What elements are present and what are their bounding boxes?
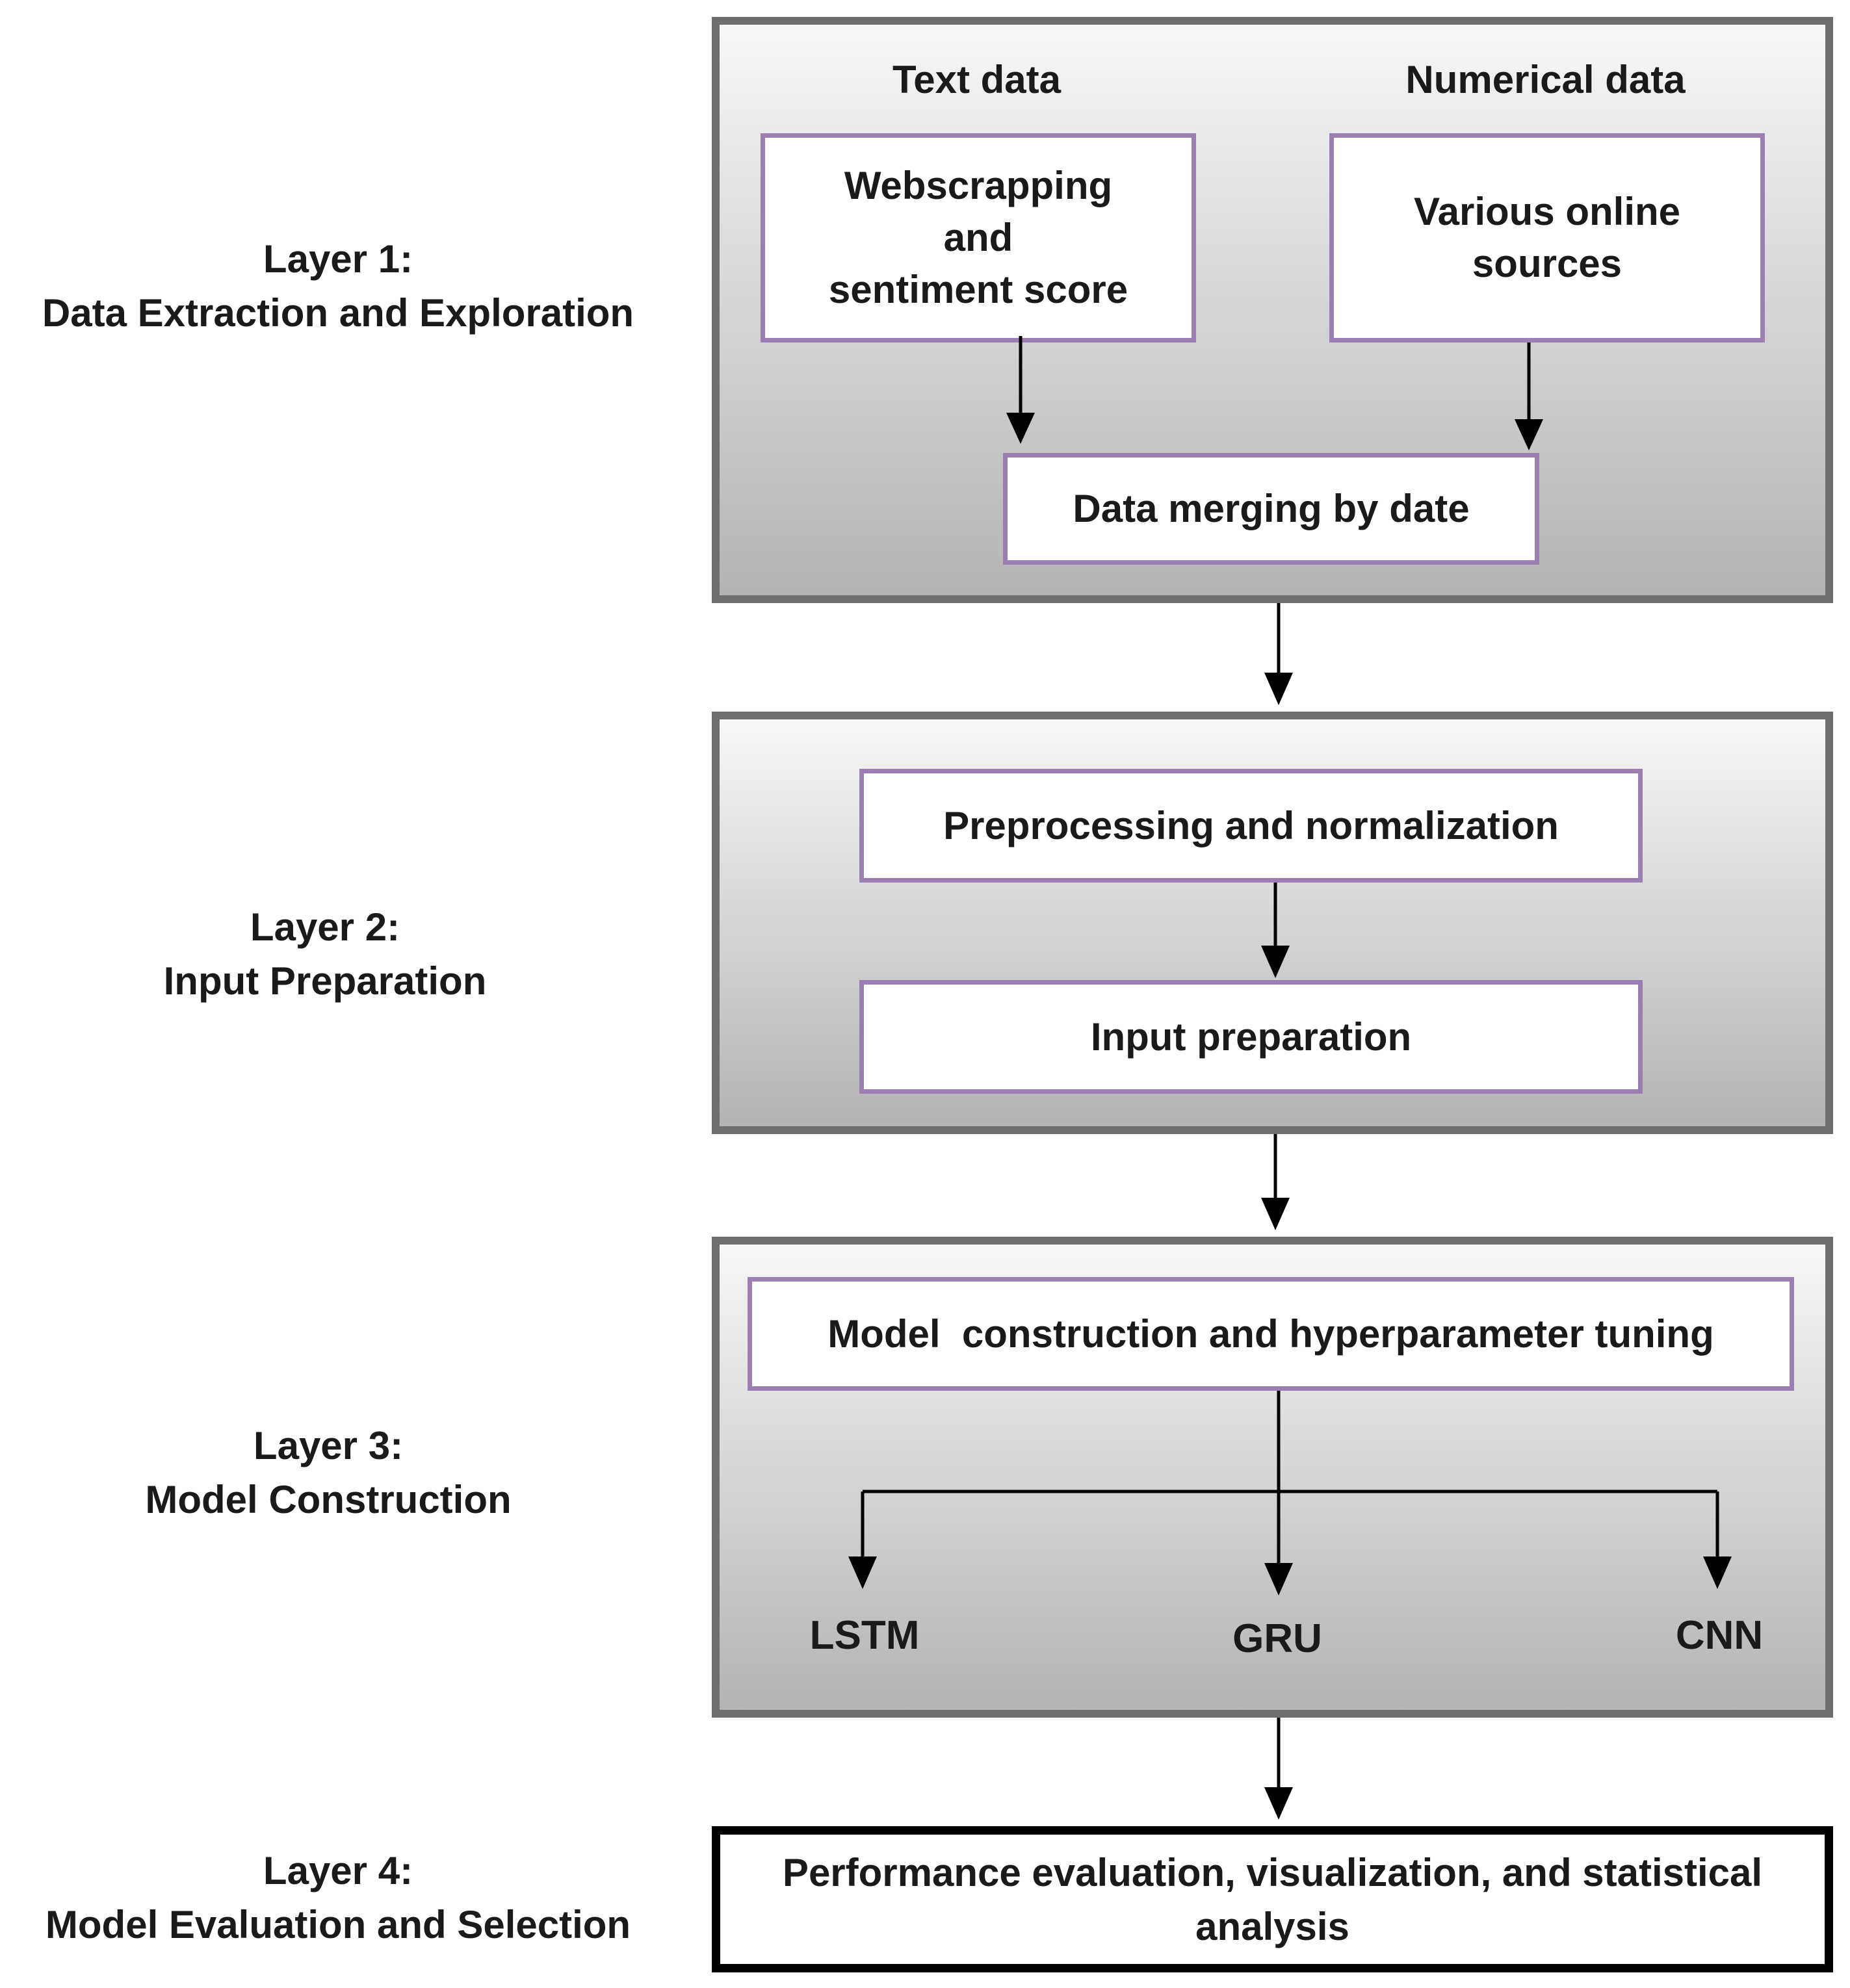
input-preparation-box: Input preparation [859,980,1643,1094]
arrowhead-merging-left [1006,413,1035,444]
layer-4-subtitle: Model Evaluation and Selection [45,1903,631,1946]
arrowhead-layer4 [1264,1787,1293,1820]
layer-2-title: Layer 2: [250,905,400,949]
arrowhead-gru [1264,1563,1293,1595]
arrowhead-lstm [848,1556,877,1589]
online-sources-box: Various online sources [1329,133,1765,342]
layer-1-label: Layer 1: Data Extraction and Exploration [0,232,676,340]
evaluation-line-2: analysis [1195,1904,1349,1948]
evaluation-box: Performance evaluation, visualization, a… [712,1826,1833,1972]
layer-3-label: Layer 3: Model Construction [0,1419,657,1527]
webscrapping-line-2: and [943,216,1013,259]
arrowhead-cnn [1703,1556,1732,1589]
arrowhead-layer2 [1264,673,1293,705]
layer-3-title: Layer 3: [253,1424,404,1467]
arrowhead-input [1261,946,1290,978]
layer-4-label: Layer 4: Model Evaluation and Selection [0,1844,676,1952]
data-merging-box: Data merging by date [1003,453,1539,565]
webscrapping-box: Webscrapping and sentiment score [761,133,1196,342]
layer-1-subtitle: Data Extraction and Exploration [42,291,634,335]
model-gru: GRU [1232,1616,1322,1661]
numerical-data-heading: Numerical data [1405,58,1686,101]
arrowhead-layer3 [1261,1198,1290,1230]
layer-4-title: Layer 4: [263,1849,413,1892]
online-sources-line-2: sources [1472,242,1622,285]
layer-3-subtitle: Model Construction [145,1478,512,1521]
model-cnn: CNN [1675,1613,1764,1658]
layer-2-label: Layer 2: Input Preparation [0,900,650,1008]
preprocessing-box: Preprocessing and normalization [859,769,1643,883]
evaluation-line-1: Performance evaluation, visualization, a… [782,1850,1763,1894]
webscrapping-line-1: Webscrapping [844,164,1113,207]
text-data-heading: Text data [892,58,1061,101]
webscrapping-line-3: sentiment score [828,268,1128,311]
model-lstm: LSTM [809,1613,920,1658]
arrowhead-merging-right [1515,419,1543,450]
layer-2-subtitle: Input Preparation [163,959,487,1003]
layer-1-title: Layer 1: [263,237,413,281]
model-construction-box: Model construction and hyperparameter tu… [748,1277,1794,1391]
online-sources-line-1: Various online [1413,190,1681,233]
